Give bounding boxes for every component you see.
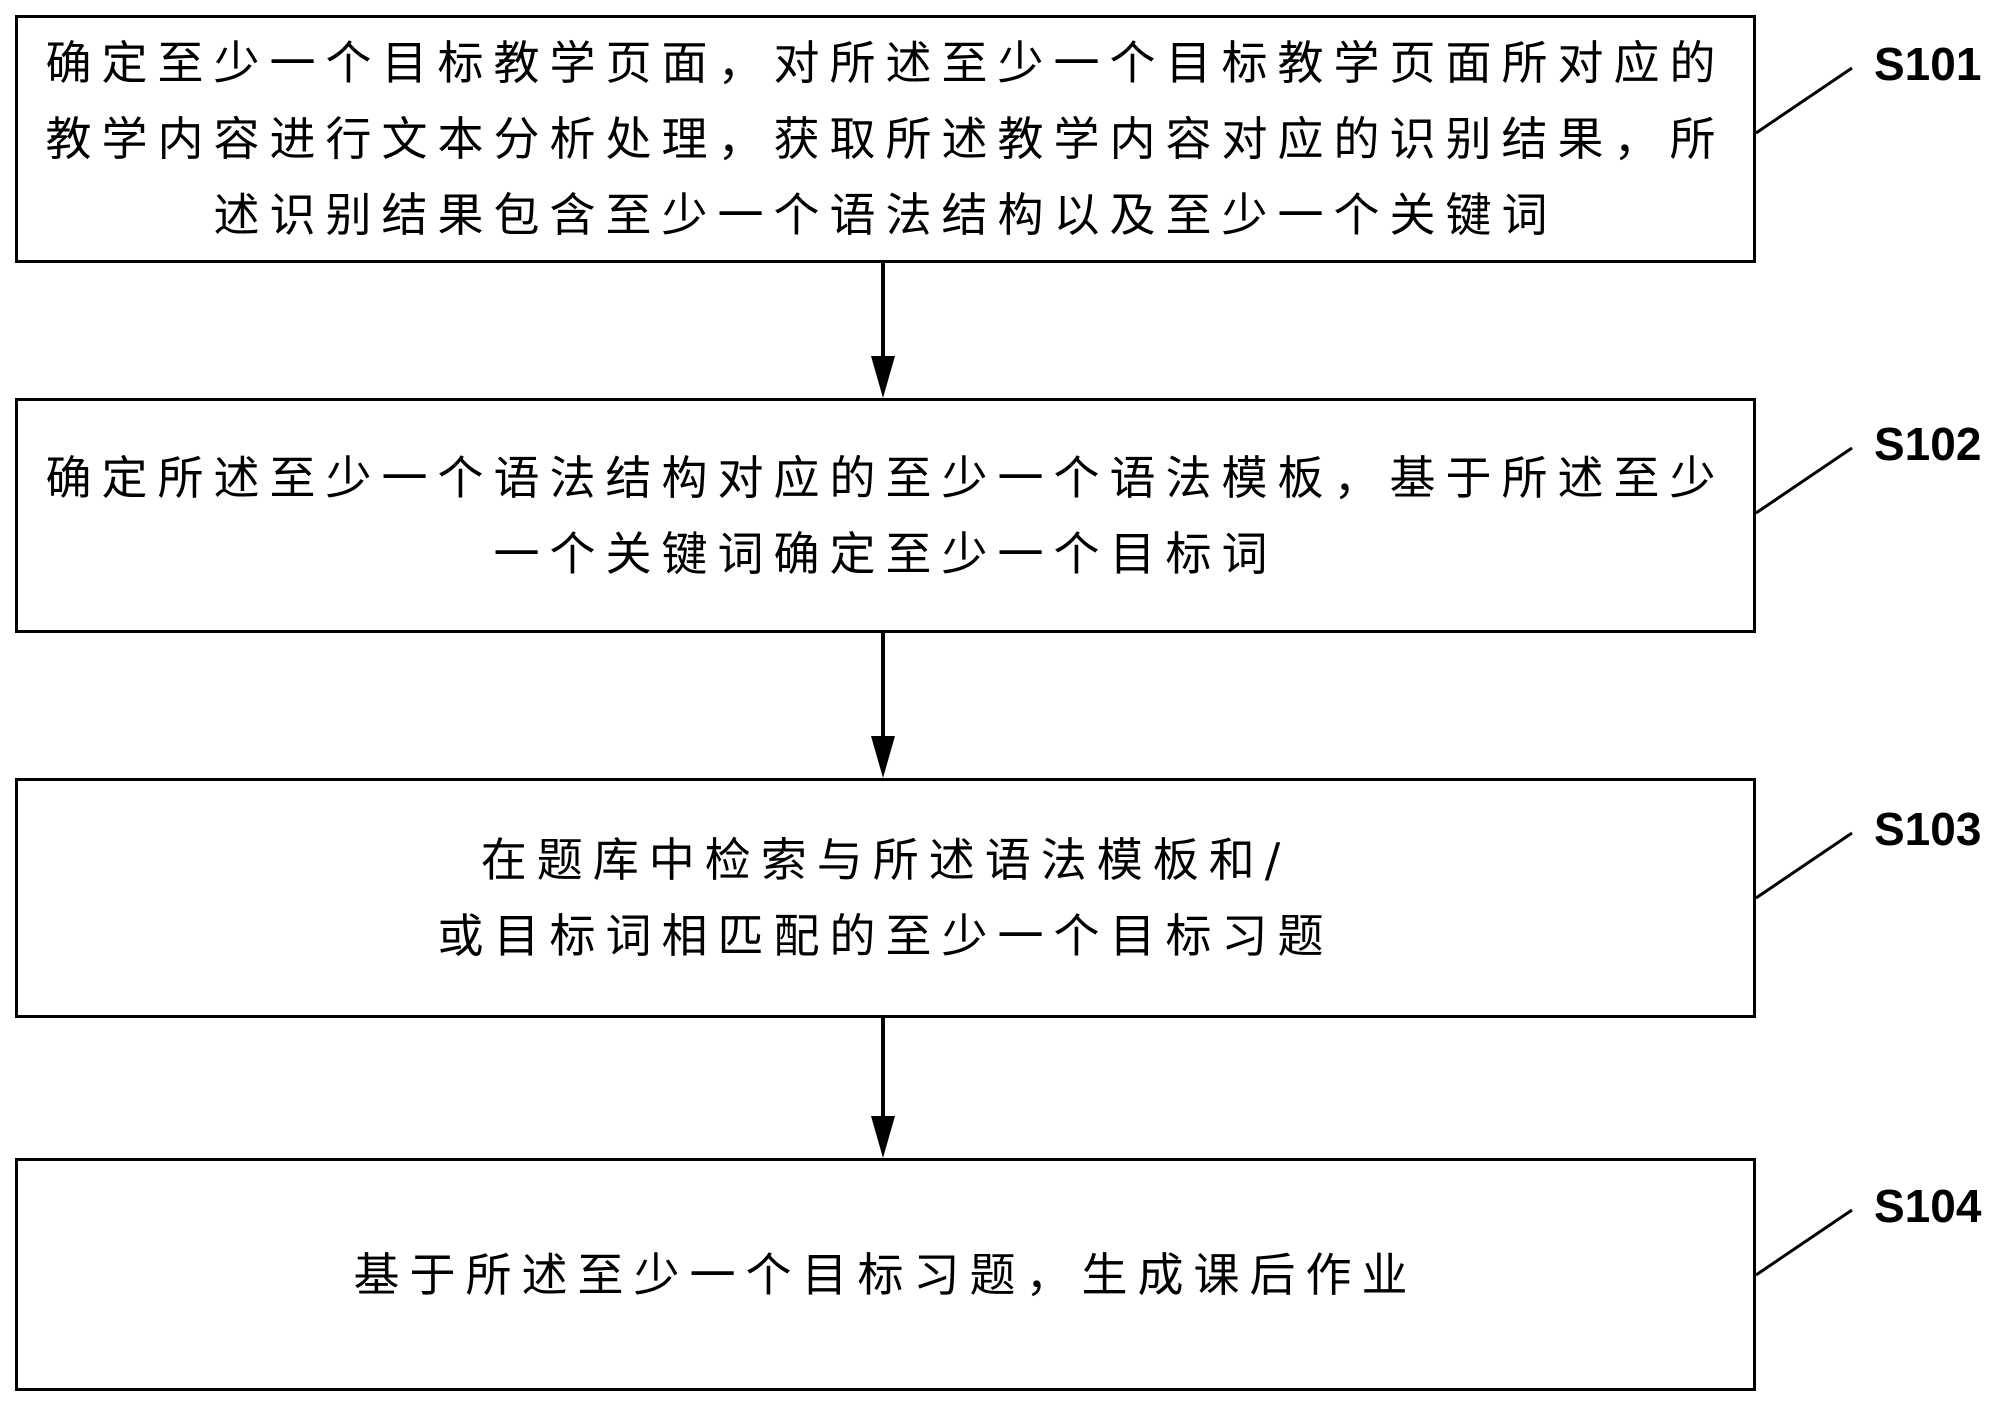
arrow-s103-to-s104 — [871, 1018, 895, 1158]
step-box-s103: 在题库中检索与所述语法模板和/ 或目标词相匹配的至少一个目标习题 — [15, 778, 1756, 1018]
step-line: 或目标词相匹配的至少一个目标习题 — [438, 898, 1334, 974]
step-line: 述识别结果包含至少一个语法结构以及至少一个关键词 — [46, 177, 1726, 253]
step-label-s102: S102 — [1874, 418, 1981, 470]
step-line: 确定至少一个目标教学页面，对所述至少一个目标教学页面所对应的 — [46, 25, 1726, 101]
leader-line-s104 — [1756, 1210, 1852, 1275]
leader-line-s102 — [1756, 448, 1852, 513]
step-text-s103: 在题库中检索与所述语法模板和/ 或目标词相匹配的至少一个目标习题 — [438, 822, 1334, 974]
step-line: 确定所述至少一个语法结构对应的至少一个语法模板，基于所述至少 — [46, 440, 1726, 516]
step-box-s104: 基于所述至少一个目标习题，生成课后作业 — [15, 1158, 1756, 1391]
step-box-s102: 确定所述至少一个语法结构对应的至少一个语法模板，基于所述至少 一个关键词确定至少… — [15, 398, 1756, 633]
step-label-s101: S101 — [1874, 38, 1981, 90]
step-text-s104: 基于所述至少一个目标习题，生成课后作业 — [354, 1237, 1418, 1313]
step-label-s104: S104 — [1874, 1180, 1981, 1232]
step-text-s101: 确定至少一个目标教学页面，对所述至少一个目标教学页面所对应的 教学内容进行文本分… — [46, 25, 1726, 253]
step-text-s102: 确定所述至少一个语法结构对应的至少一个语法模板，基于所述至少 一个关键词确定至少… — [46, 440, 1726, 592]
step-line: 在题库中检索与所述语法模板和/ — [438, 822, 1334, 898]
step-line: 基于所述至少一个目标习题，生成课后作业 — [354, 1237, 1418, 1313]
step-label-s103: S103 — [1874, 803, 1981, 855]
step-line: 一个关键词确定至少一个目标词 — [46, 516, 1726, 592]
step-box-s101: 确定至少一个目标教学页面，对所述至少一个目标教学页面所对应的 教学内容进行文本分… — [15, 15, 1756, 263]
arrow-s101-to-s102 — [871, 263, 895, 398]
step-line: 教学内容进行文本分析处理，获取所述教学内容对应的识别结果，所 — [46, 101, 1726, 177]
leader-line-s101 — [1756, 68, 1852, 133]
leader-line-s103 — [1756, 833, 1852, 898]
arrow-s102-to-s103 — [871, 633, 895, 778]
